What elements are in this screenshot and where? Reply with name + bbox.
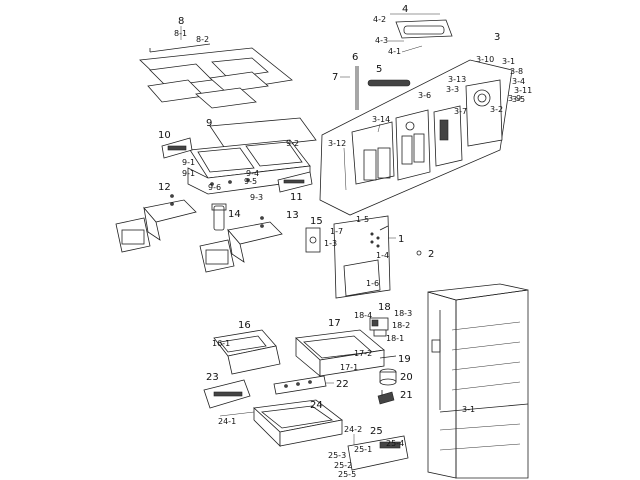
label-9-4: 9-4 [246,169,259,178]
label-3-10: 3-10 [476,55,494,64]
label-25: 25 [370,426,383,437]
label-1-3: 1-3 [324,239,337,248]
label-9: 9 [206,118,212,129]
label-3-6: 3-6 [418,91,431,100]
label-17: 17 [328,318,341,329]
label-25-1: 25-1 [354,445,372,454]
part-19: 19 [379,354,411,365]
label-18-3: 18-3 [394,309,412,318]
label-8: 8 [178,16,184,27]
label-14: 14 [228,209,241,220]
label-25-3: 25-3 [328,451,346,460]
label-3-1-cabinet: 3-1 [462,405,475,414]
label-25-2: 25-2 [334,461,352,470]
part-14: 14 [211,203,241,231]
label-3-9: 3-9 [508,94,521,103]
part-5: 5 [367,64,411,87]
label-16-1: 16-1 [212,339,230,348]
part-group-4: 4 4-2 4-3 4-1 [373,4,453,56]
label-3-3: 3-3 [446,85,459,94]
label-2: 2 [428,249,434,260]
label-18-4: 18-4 [354,311,372,320]
part-group-25: 25 25-4 25-1 25-3 25-2 25-5 [328,426,409,479]
part-6-7: 6 7 [332,52,359,110]
drawer-group-13: 13 [199,210,299,273]
label-9-1-upper: 9-1 [182,158,195,167]
part-group-18: 18 18-4 18-3 18-2 18-1 [354,302,412,343]
label-16: 16 [238,320,251,331]
label-9-5: 9-5 [244,177,257,186]
label-6: 6 [352,52,358,63]
label-1-6: 1-6 [366,279,379,288]
label-1: 1 [398,234,404,245]
label-3-8: 3-8 [510,67,523,76]
shelf-group-17: 17 17-2 17-1 [295,318,385,377]
label-17-1: 17-1 [340,363,358,372]
label-4-1: 4-1 [388,47,401,56]
label-1-5: 1-5 [356,215,369,224]
label-21: 21 [400,390,413,401]
part-11: 11 [277,171,313,203]
label-3: 3 [494,32,500,43]
label-17-2: 17-2 [354,349,372,358]
label-25-5: 25-5 [338,470,356,479]
label-9-3: 9-3 [250,193,263,202]
label-3-14: 3-14 [372,115,390,124]
label-18-1: 18-1 [386,334,404,343]
part-20: 20 [379,368,413,386]
drawer-group-24: 24 24-1 24-2 [218,399,362,447]
label-4-2: 4-2 [373,15,386,24]
label-3-2: 3-2 [490,105,503,114]
label-4: 4 [402,4,408,15]
label-8-2: 8-2 [196,35,209,44]
label-3-12: 3-12 [328,139,346,148]
label-8-1: 8-1 [174,29,187,38]
cover-group-9: 9 9-2 9-1 9-1 9-5 9-6 9-3 9-4 [182,117,317,202]
label-3-11: 3-11 [514,86,532,95]
shelf-group-8: 8 8-1 8-2 [139,16,293,109]
label-3-5: 3-5 [512,95,525,104]
label-9-2: 9-2 [286,139,299,148]
label-10: 10 [158,130,171,141]
label-5: 5 [376,64,382,75]
label-20: 20 [400,372,413,383]
label-9-6: 9-6 [208,183,221,192]
label-3-1: 3-1 [502,57,515,66]
label-12: 12 [158,182,171,193]
part-2: 2 [416,249,434,260]
label-7: 7 [332,72,338,83]
part-10: 10 [158,130,193,159]
control-group-1: 1-5 1-7 1-3 1-4 1-6 1 [324,215,404,299]
label-23: 23 [206,372,219,383]
label-24-1: 24-1 [218,417,236,426]
label-24-2: 24-2 [344,425,362,434]
label-4-3: 4-3 [375,36,388,45]
part-15: 15 [305,216,323,253]
part-group-23: 23 [203,372,251,409]
part-22: 22 [273,375,349,395]
label-18-2: 18-2 [392,321,410,330]
label-18: 18 [378,302,391,313]
part-21: 21 [377,390,413,405]
label-3-13: 3-13 [448,75,466,84]
label-24: 24 [310,400,323,411]
drawer-group-12: 12 [115,182,197,253]
label-9-1-lower: 9-1 [182,169,195,178]
label-11: 11 [290,192,303,203]
label-25-4: 25-4 [386,439,404,448]
label-3-4: 3-4 [512,77,525,86]
label-1-4: 1-4 [376,251,389,260]
label-13: 13 [286,210,299,221]
label-19: 19 [398,354,411,365]
label-15: 15 [310,216,323,227]
label-3-7: 3-7 [454,107,467,116]
label-22: 22 [336,379,349,390]
refrigerator-cabinet: 3-1 [427,283,529,479]
label-1-7: 1-7 [330,227,343,236]
shelf-group-16: 16 16-1 [212,320,281,375]
panel-group-3: 3 3-10 3-1 3-8 3-4 3-11 3-9 3-5 3-2 3-13… [319,32,532,216]
